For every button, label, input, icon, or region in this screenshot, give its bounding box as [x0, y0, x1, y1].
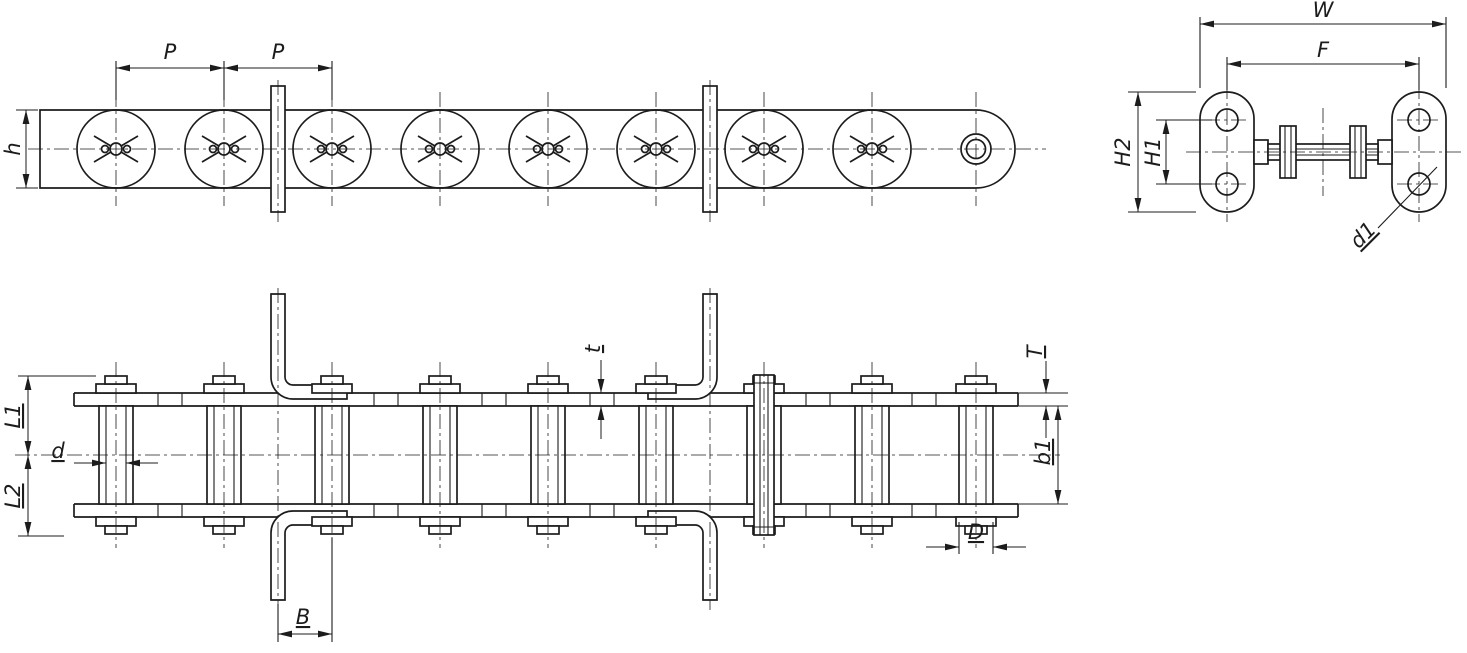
- plate-contour-circle: [616, 109, 696, 189]
- dim-label-plate-thickness: t: [581, 344, 605, 353]
- side-centerlines: [28, 80, 1046, 222]
- plate-contour-circle: [76, 109, 156, 189]
- plan-centerlines: [15, 288, 1060, 610]
- side-dimensions: P P h: [1, 40, 333, 189]
- end-view: W F H2 H1 d1: [1111, 0, 1464, 253]
- dim-label-attachment-thickness: T: [1023, 343, 1047, 358]
- dim-label-bend-to-hole: B: [296, 605, 310, 629]
- dim-label-hole-row-spacing: H1: [1141, 137, 1165, 166]
- dim-label-inner-width: b1: [1031, 439, 1055, 466]
- plan-view: L1 L2 d t T b1 D: [1, 288, 1068, 642]
- hole-dia-leader: [1377, 166, 1438, 229]
- dim-label-l1: L1: [1, 403, 25, 428]
- dim-label-roller-diameter: D: [968, 520, 984, 544]
- dim-label-pitch-1: P: [164, 40, 177, 64]
- plan-dimensions: L1 L2 d t T b1 D: [1, 343, 1068, 642]
- dim-label-l2: L2: [1, 483, 25, 508]
- dim-label-hole-span: F: [1317, 38, 1330, 62]
- plate-contour-circle: [832, 109, 912, 189]
- dim-label-plate-height: h: [1, 142, 25, 155]
- plate-end-ticks: [157, 393, 937, 517]
- end-view-centerlines: [1186, 84, 1464, 222]
- side-view: P P h: [1, 40, 1046, 222]
- dim-label-overall-width: W: [1313, 0, 1335, 22]
- dim-label-pin-diameter: d: [51, 439, 65, 463]
- dim-label-attachment-height: H2: [1111, 137, 1135, 166]
- dim-label-hole-diameter: d1: [1345, 217, 1381, 253]
- dim-label-pitch-2: P: [272, 40, 285, 64]
